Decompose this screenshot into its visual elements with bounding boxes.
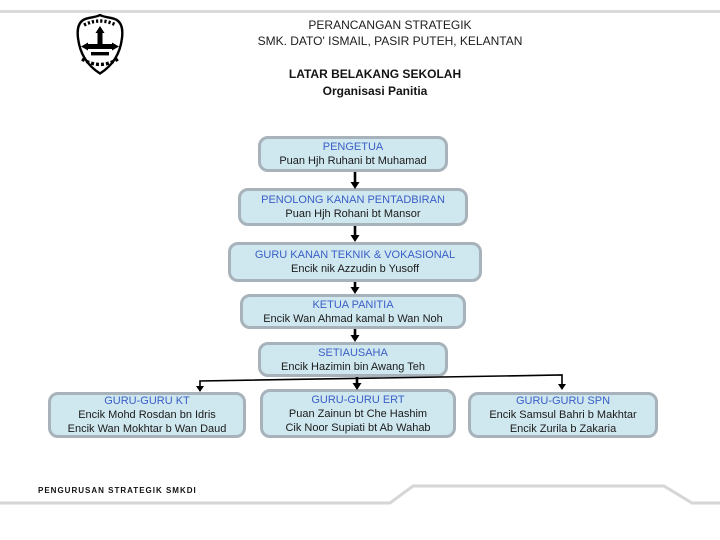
org-node-guru-kanan-teknik: GURU KANAN TEKNIK & VOKASIONAL Encik nik… <box>228 242 482 282</box>
node-member: Cik Noor Supiati bt Ab Wahab <box>285 421 431 434</box>
org-node-guru-spn: GURU-GURU SPN Encik Samsul Bahri b Makht… <box>468 392 658 438</box>
node-title: GURU-GURU SPN <box>515 395 611 407</box>
node-member: Encik Samsul Bahri b Makhtar <box>489 409 637 421</box>
node-title: PENGETUA <box>322 141 384 153</box>
node-title: SETIAUSAHA <box>318 346 388 359</box>
org-node-setiausaha: SETIAUSAHA Encik Hazimin bin Awang Teh <box>258 342 448 377</box>
header-line2: SMK. DATO' ISMAIL, PASIR PUTEH, KELANTAN <box>257 34 523 48</box>
org-node-ketua-panitia: KETUA PANITIA Encik Wan Ahmad kamal b Wa… <box>240 294 466 329</box>
node-title: GURU-GURU ERT <box>311 393 405 406</box>
node-member: Puan Hjh Ruhani bt Muhamad <box>279 155 427 167</box>
org-node-guru-kt: GURU-GURU KT Encik Mohd Rosdan bn Idris … <box>48 392 246 438</box>
slide-header: PERANCANGAN STRATEGIK SMK. DATO' ISMAIL,… <box>90 17 690 49</box>
top-divider-line <box>0 10 720 13</box>
section-header: LATAR BELAKANG SEKOLAH Organisasi Paniti… <box>75 66 675 99</box>
node-title: KETUA PANITIA <box>312 298 394 311</box>
node-title: PENOLONG KANAN PENTADBIRAN <box>261 194 445 206</box>
header-line1: PERANCANGAN STRATEGIK <box>308 18 472 32</box>
node-member: Encik Mohd Rosdan bn Idris <box>78 409 216 421</box>
org-node-pengetua: PENGETUA Puan Hjh Ruhani bt Muhamad <box>258 136 448 172</box>
school-crest-logo <box>76 14 124 75</box>
org-node-penolong-kanan: PENOLONG KANAN PENTADBIRAN Puan Hjh Roha… <box>238 188 468 226</box>
node-title: GURU-GURU KT <box>104 395 190 407</box>
node-member: Puan Zainun bt Che Hashim <box>288 407 428 420</box>
section-subtitle: Organisasi Panitia <box>322 84 428 98</box>
node-member: Encik nik Azzudin b Yusoff <box>290 263 419 275</box>
node-member: Encik Wan Ahmad kamal b Wan Noh <box>263 312 443 325</box>
node-member: Encik Wan Mokhtar b Wan Daud <box>67 423 227 435</box>
node-member: Encik Hazimin bin Awang Teh <box>281 360 425 373</box>
footer-label: PENGURUSAN STRATEGIK SMKDI <box>38 486 197 495</box>
section-title: LATAR BELAKANG SEKOLAH <box>288 67 462 81</box>
node-member: Puan Hjh Rohani bt Mansor <box>285 208 421 220</box>
node-member: Encik Zurila b Zakaria <box>509 423 617 435</box>
node-title: GURU KANAN TEKNIK & VOKASIONAL <box>254 249 456 261</box>
org-node-guru-ert: GURU-GURU ERT Puan Zainun bt Che Hashim … <box>260 389 456 438</box>
